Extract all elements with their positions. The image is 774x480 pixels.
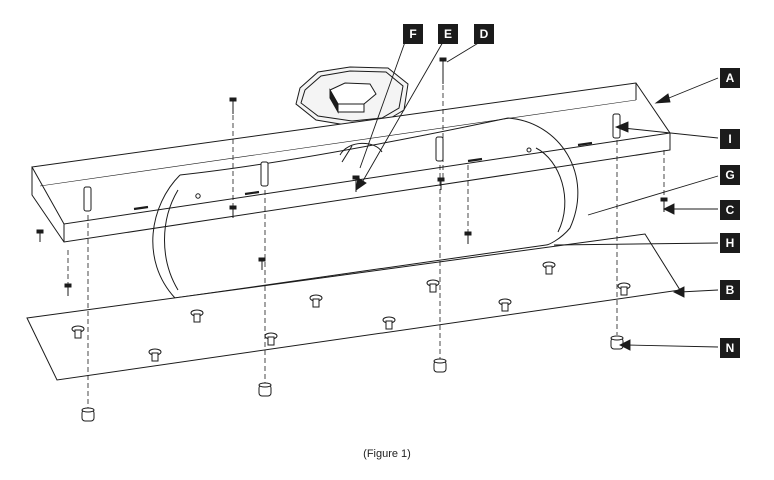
socket-clip bbox=[426, 279, 440, 293]
cap-nut bbox=[610, 335, 624, 350]
cap-nut bbox=[258, 382, 272, 397]
callout-h: H bbox=[720, 233, 740, 253]
callout-b: B bbox=[720, 280, 740, 300]
screw bbox=[660, 197, 668, 212]
screw bbox=[36, 229, 44, 242]
screws bbox=[36, 57, 668, 296]
screw bbox=[439, 57, 447, 84]
screw bbox=[229, 97, 237, 114]
callout-e: E bbox=[438, 24, 458, 44]
callout-c: C bbox=[720, 200, 740, 220]
callout-n: N bbox=[720, 338, 740, 358]
socket-clip bbox=[498, 298, 512, 312]
screw bbox=[464, 231, 472, 244]
socket-clip bbox=[617, 282, 631, 296]
callout-f: F bbox=[403, 24, 423, 44]
socket-clip bbox=[309, 294, 323, 308]
leader-lines bbox=[355, 41, 719, 351]
screw bbox=[437, 177, 445, 190]
standoff-posts bbox=[83, 113, 621, 212]
canopy-slots bbox=[133, 141, 593, 211]
callout-d: D bbox=[474, 24, 494, 44]
socket-clip bbox=[542, 261, 556, 275]
callout-i: I bbox=[720, 129, 740, 149]
cap-nuts bbox=[81, 335, 624, 422]
figure-caption: (Figure 1) bbox=[363, 448, 411, 460]
screw bbox=[229, 205, 237, 218]
socket-clips bbox=[71, 261, 631, 362]
cap-nut bbox=[81, 407, 95, 422]
socket-clip bbox=[382, 316, 396, 330]
cap-nut bbox=[433, 358, 447, 373]
screw bbox=[64, 283, 72, 296]
callout-g: G bbox=[720, 165, 740, 185]
assembly-lines bbox=[67, 85, 665, 410]
socket-clip bbox=[148, 348, 162, 362]
screw bbox=[258, 257, 266, 270]
callout-a: A bbox=[720, 68, 740, 88]
base-plate bbox=[26, 233, 681, 381]
socket-clip bbox=[71, 325, 85, 339]
socket-clip bbox=[264, 332, 278, 346]
socket-clip bbox=[190, 309, 204, 323]
